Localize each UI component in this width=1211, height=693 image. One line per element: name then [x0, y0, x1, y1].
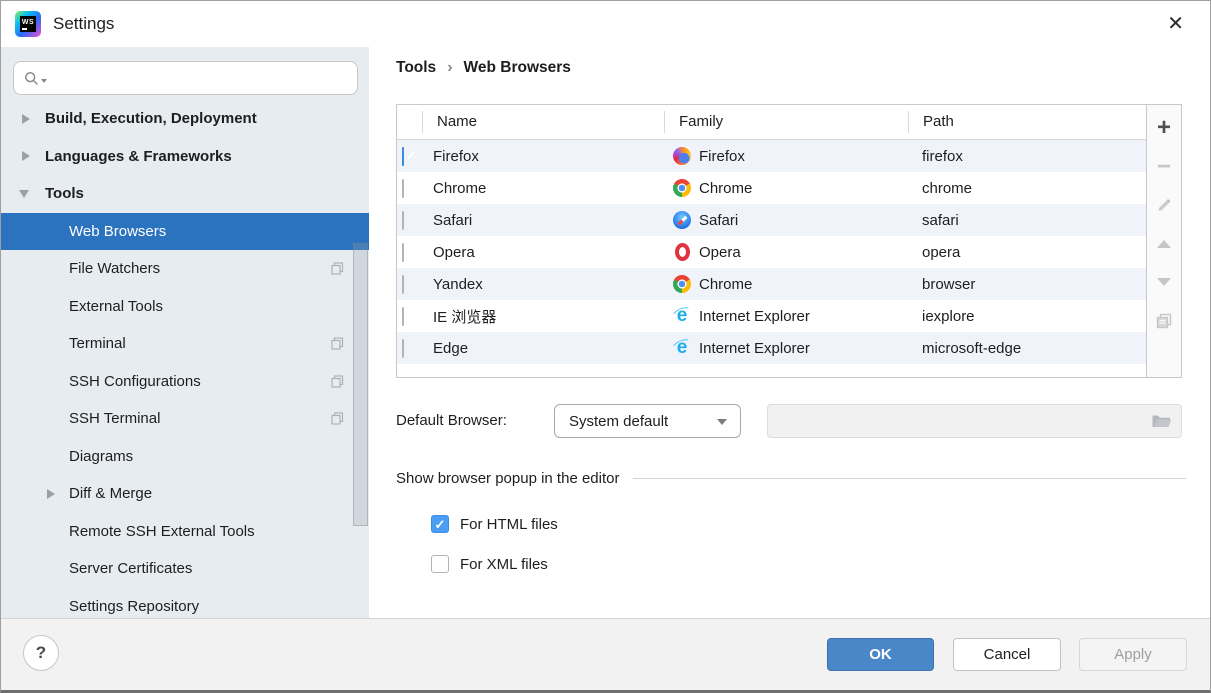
- for-html-files-label: For HTML files: [460, 515, 558, 533]
- remove-icon: −: [1156, 152, 1171, 180]
- help-button[interactable]: ?: [23, 635, 59, 671]
- chrome-icon: [673, 275, 691, 293]
- sidebar-scrollbar[interactable]: [353, 243, 368, 526]
- custom-browser-path-field[interactable]: [767, 404, 1182, 438]
- sidebar-item-build-execution-deployment[interactable]: Build, Execution, Deployment: [1, 100, 369, 138]
- copy-icon: [331, 412, 344, 425]
- popup-section-title: Show browser popup in the editor: [396, 470, 620, 487]
- active-checkbox[interactable]: [402, 338, 404, 358]
- settings-sidebar: Build, Execution, Deployment Languages &…: [1, 47, 369, 621]
- active-checkbox[interactable]: [402, 242, 404, 262]
- column-checkbox: [397, 111, 423, 133]
- main-panel: Tools › Web Browsers Name Family Path Fi…: [369, 47, 1210, 621]
- sidebar-item-web-browsers[interactable]: Web Browsers: [1, 212, 369, 250]
- search-history-caret-icon[interactable]: [41, 79, 47, 83]
- active-checkbox[interactable]: [402, 274, 404, 294]
- sidebar-item-server-certificates[interactable]: Server Certificates: [69, 560, 193, 578]
- default-browser-select[interactable]: System default: [554, 404, 741, 438]
- chevron-right-icon[interactable]: [22, 151, 30, 162]
- table-header: Name Family Path: [397, 105, 1146, 140]
- breadcrumb-current: Web Browsers: [463, 59, 571, 76]
- firefox-icon: [673, 147, 691, 165]
- window-title: Settings: [53, 14, 115, 33]
- edit-icon: [1156, 197, 1172, 213]
- column-path: Path: [923, 113, 954, 130]
- add-icon: +: [1156, 114, 1171, 142]
- browsers-table: Name Family Path Firefox Firefox firefox…: [396, 104, 1147, 378]
- chevron-down-icon: [717, 419, 727, 425]
- cancel-button[interactable]: Cancel: [953, 638, 1061, 671]
- safari-icon: [673, 211, 691, 229]
- breadcrumb-separator: ›: [447, 59, 453, 76]
- sidebar-item-ssh-terminal[interactable]: SSH Terminal: [1, 400, 369, 438]
- for-xml-files-checkbox[interactable]: [431, 555, 449, 573]
- sidebar-item-external-tools[interactable]: External Tools: [69, 297, 163, 315]
- active-checkbox[interactable]: [402, 178, 404, 198]
- table-row-chrome[interactable]: Chrome Chrome chrome: [397, 172, 1146, 204]
- chrome-icon: [673, 179, 691, 197]
- sidebar-item-ssh-configurations[interactable]: SSH Configurations: [1, 363, 369, 401]
- active-checkbox[interactable]: [402, 146, 404, 166]
- dialog-footer: ? OK Cancel Apply: [1, 618, 1210, 690]
- column-family: Family: [665, 111, 909, 133]
- chevron-right-icon[interactable]: [22, 113, 30, 124]
- sidebar-item-languages-frameworks[interactable]: Languages & Frameworks: [1, 138, 369, 176]
- question-mark-icon: ?: [35, 643, 47, 662]
- search-icon: [24, 71, 39, 86]
- copy-button[interactable]: [1149, 302, 1179, 341]
- move-down-button[interactable]: [1149, 263, 1179, 302]
- breadcrumb: Tools › Web Browsers: [396, 59, 571, 77]
- title-bar: WS Settings ✕: [1, 1, 1210, 47]
- copy-icon: [331, 262, 344, 275]
- copy-icon: [331, 337, 344, 350]
- internet-explorer-icon: [673, 307, 691, 325]
- table-row-ie[interactable]: IE 浏览器 Internet Explorer iexplore: [397, 300, 1146, 332]
- popup-section-header: Show browser popup in the editor: [396, 470, 1186, 487]
- for-xml-files-label: For XML files: [460, 555, 548, 573]
- sidebar-item-file-watchers[interactable]: File Watchers: [1, 250, 369, 288]
- move-up-button[interactable]: [1149, 225, 1179, 264]
- search-input[interactable]: [53, 70, 357, 86]
- sidebar-item-diff-merge[interactable]: Diff & Merge: [1, 475, 369, 513]
- webstorm-logo-icon: WS: [15, 11, 41, 37]
- table-row-edge[interactable]: Edge Internet Explorer microsoft-edge: [397, 332, 1146, 364]
- table-row-safari[interactable]: Safari Safari safari: [397, 204, 1146, 236]
- for-xml-files-option[interactable]: For XML files: [431, 555, 548, 573]
- opera-icon: [674, 243, 690, 261]
- for-html-files-checkbox[interactable]: [431, 515, 449, 533]
- sidebar-item-tools[interactable]: Tools: [1, 175, 369, 213]
- remove-button[interactable]: −: [1149, 148, 1179, 187]
- copy-icon: [331, 374, 344, 388]
- sidebar-item-diagrams[interactable]: Diagrams: [69, 447, 134, 465]
- edit-button[interactable]: [1149, 186, 1179, 225]
- folder-icon[interactable]: [1151, 413, 1172, 430]
- table-toolbar: + −: [1146, 104, 1182, 378]
- add-button[interactable]: +: [1149, 109, 1179, 148]
- copy-icon: [1156, 313, 1172, 329]
- sidebar-item-terminal[interactable]: Terminal: [1, 325, 369, 363]
- active-checkbox[interactable]: [402, 306, 404, 326]
- chevron-down-icon[interactable]: [19, 189, 29, 198]
- chevron-right-icon[interactable]: [47, 488, 55, 499]
- section-divider: [633, 478, 1186, 479]
- internet-explorer-icon: [673, 339, 691, 357]
- table-row-opera[interactable]: Opera Opera opera: [397, 236, 1146, 268]
- close-icon[interactable]: ✕: [1167, 13, 1184, 35]
- sidebar-item-remote-ssh-external-tools[interactable]: Remote SSH External Tools: [69, 522, 255, 540]
- search-box[interactable]: [13, 61, 358, 95]
- active-checkbox[interactable]: [402, 210, 404, 230]
- table-row-firefox[interactable]: Firefox Firefox firefox: [397, 140, 1146, 172]
- apply-button[interactable]: Apply: [1079, 638, 1187, 671]
- sidebar-item-settings-repository[interactable]: Settings Repository: [69, 597, 200, 615]
- move-up-icon: [1157, 239, 1171, 248]
- table-row-yandex[interactable]: Yandex Chrome browser: [397, 268, 1146, 300]
- settings-tree: Build, Execution, Deployment Languages &…: [1, 100, 369, 621]
- default-browser-value: System default: [569, 412, 669, 430]
- move-down-icon: [1157, 278, 1171, 287]
- column-name: Name: [423, 111, 665, 133]
- for-html-files-option[interactable]: For HTML files: [431, 515, 558, 533]
- default-browser-label: Default Browser:: [396, 412, 507, 429]
- breadcrumb-parent[interactable]: Tools: [396, 59, 437, 76]
- ok-button[interactable]: OK: [827, 638, 934, 671]
